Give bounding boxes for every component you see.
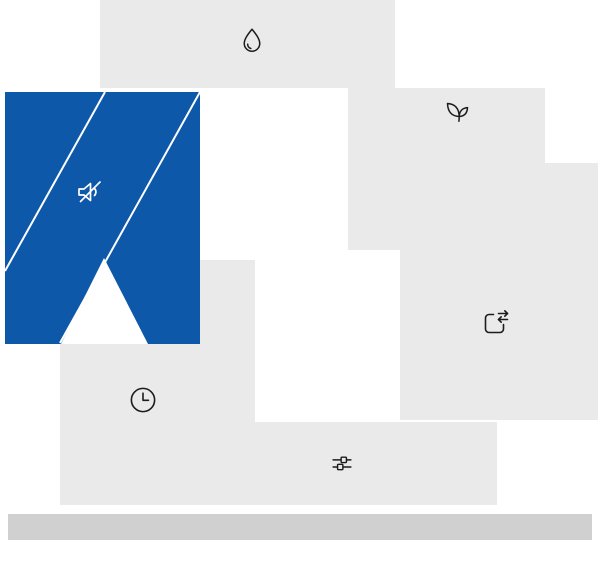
water-drop-icon (235, 25, 269, 59)
mute-banner[interactable] (5, 92, 200, 344)
share-swap-icon (478, 304, 514, 340)
speaker-mute-icon[interactable] (72, 174, 108, 210)
clock-icon (126, 383, 160, 417)
tile-sliders[interactable] (200, 422, 497, 505)
tile-water[interactable] (100, 0, 395, 88)
tile-share[interactable] (400, 163, 598, 420)
bottom-bar (8, 514, 592, 540)
sliders-icon (326, 447, 358, 479)
leaf-icon (438, 94, 474, 130)
